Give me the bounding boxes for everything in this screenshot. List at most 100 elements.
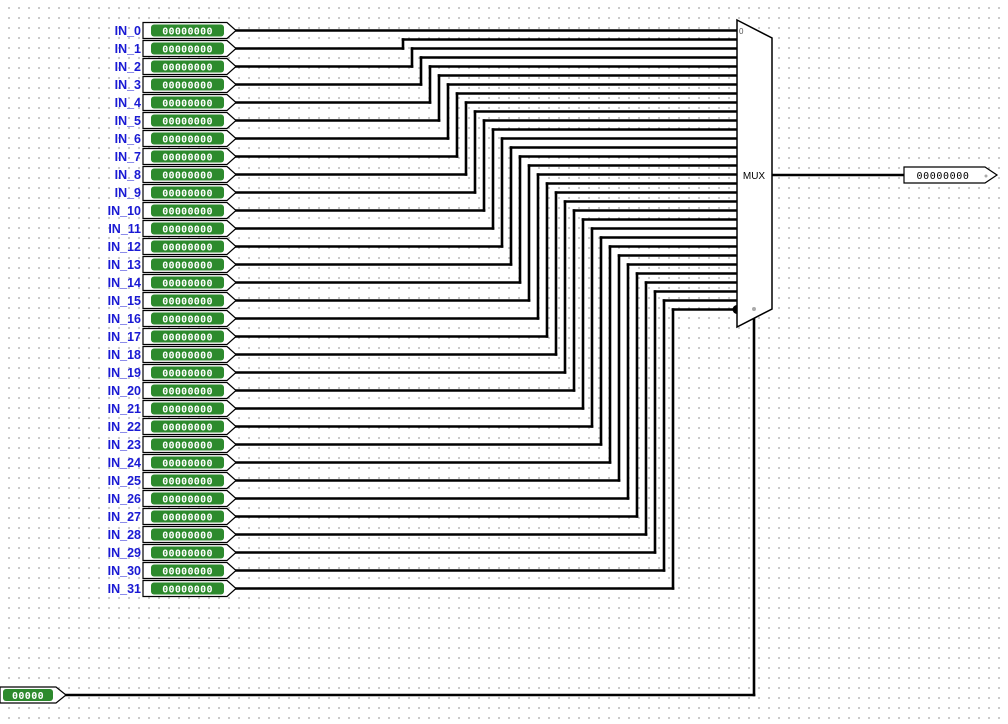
input-pin[interactable]: IN_25 00000000: [108, 471, 237, 490]
input-pin[interactable]: IN_17 00000000: [108, 327, 237, 346]
input-pin-label: IN_31: [108, 582, 141, 596]
input-pin-value: 00000000: [162, 494, 213, 505]
input-pin-value: 00000000: [162, 350, 213, 361]
input-pin-value-field: [151, 222, 224, 235]
input-pin-value: 00000000: [162, 224, 213, 235]
input-pin-label: IN_22: [108, 420, 141, 434]
input-pin-label: IN_11: [108, 222, 141, 236]
output-pin[interactable]: 00000000: [903, 166, 999, 184]
input-pin[interactable]: IN_19 00000000: [108, 363, 237, 382]
input-pin-value-field: [151, 114, 224, 127]
input-pin-label: IN_1: [115, 42, 141, 56]
input-pin-value: 00000000: [162, 440, 213, 451]
multiplexer[interactable]: MUX 0: [736, 18, 773, 329]
input-pin[interactable]: IN_11 00000000: [108, 219, 237, 238]
input-pin-value: 00000000: [162, 26, 213, 37]
input-pin-value: 00000000: [162, 368, 213, 379]
input-pin-value-field: [151, 528, 224, 541]
input-pin[interactable]: IN_31 00000000: [108, 579, 237, 598]
input-pin[interactable]: IN_0 00000000: [115, 21, 237, 40]
output-pin-body[interactable]: [903, 166, 999, 184]
input-pin-value: 00000000: [162, 242, 213, 253]
input-pin-label: IN_14: [108, 276, 141, 290]
input-pin-label: IN_24: [108, 456, 141, 470]
input-pin-value-field: [151, 402, 224, 415]
input-pin-label: IN_16: [108, 312, 141, 326]
input-pin-value-field: [151, 294, 224, 307]
input-pin-value: 00000000: [162, 530, 213, 541]
input-pin-label: IN_0: [115, 24, 141, 38]
input-pin-value-field: [151, 168, 224, 181]
input-pin-value-field: [151, 456, 224, 469]
input-pin-value-field: [151, 150, 224, 163]
input-pin-label: IN_5: [115, 114, 141, 128]
input-pin-value: 00000000: [162, 296, 213, 307]
input-pin-label: IN_19: [108, 366, 141, 380]
input-pin-value-field: [151, 582, 224, 595]
input-pin-label: IN_27: [108, 510, 141, 524]
input-pin[interactable]: IN_26 00000000: [108, 489, 237, 508]
input-pin-value: 00000000: [162, 44, 213, 55]
input-pin-label: IN_17: [108, 330, 141, 344]
input-pin-value: 00000000: [162, 206, 213, 217]
input-pin-value-field: [151, 132, 224, 145]
input-pin-value-field: [151, 438, 224, 451]
input-pin-value-field: [151, 276, 224, 289]
input-pin-value-field: [151, 240, 224, 253]
input-pin-value: 00000000: [162, 332, 213, 343]
mux-body[interactable]: [736, 18, 773, 329]
input-pin-label: IN_20: [108, 384, 141, 398]
input-pin-value: 00000000: [162, 314, 213, 325]
input-pin-value-field: [151, 474, 224, 487]
input-pin-value: 00000000: [162, 458, 213, 469]
mux-label: MUX: [743, 171, 766, 182]
input-pin[interactable]: IN_1 00000000: [115, 39, 237, 58]
input-pin-value-field: [151, 564, 224, 577]
input-pin-value-field: [151, 546, 224, 559]
select-input-pin[interactable]: 00000: [0, 686, 67, 704]
input-pin-label: IN_30: [108, 564, 141, 578]
input-pin-value-field: [151, 60, 224, 73]
input-pin-label: IN_25: [108, 474, 141, 488]
input-pin-value: 00000000: [162, 548, 213, 559]
input-pin-value-field: [151, 96, 224, 109]
input-pin-value: 00000000: [162, 476, 213, 487]
input-pin[interactable]: IN_14 00000000: [108, 273, 237, 292]
input-pin-label: IN_26: [108, 492, 141, 506]
input-pin[interactable]: IN_13 00000000: [108, 255, 237, 274]
input-pin-value: 00000000: [162, 278, 213, 289]
input-pin-label: IN_23: [108, 438, 141, 452]
input-pin[interactable]: IN_16 00000000: [108, 309, 237, 328]
input-pin-value-field: [151, 330, 224, 343]
input-pin-label: IN_13: [108, 258, 141, 272]
input-pin-value-field: [151, 204, 224, 217]
input-pin-value-field: [151, 186, 224, 199]
input-pin-value: 00000000: [162, 584, 213, 595]
input-pin-value: 00000000: [162, 260, 213, 271]
input-pin[interactable]: IN_23 00000000: [108, 435, 237, 454]
input-pin-value-field: [151, 24, 224, 37]
input-pin-label: IN_2: [115, 60, 141, 74]
input-pin[interactable]: IN_24 00000000: [108, 453, 237, 472]
